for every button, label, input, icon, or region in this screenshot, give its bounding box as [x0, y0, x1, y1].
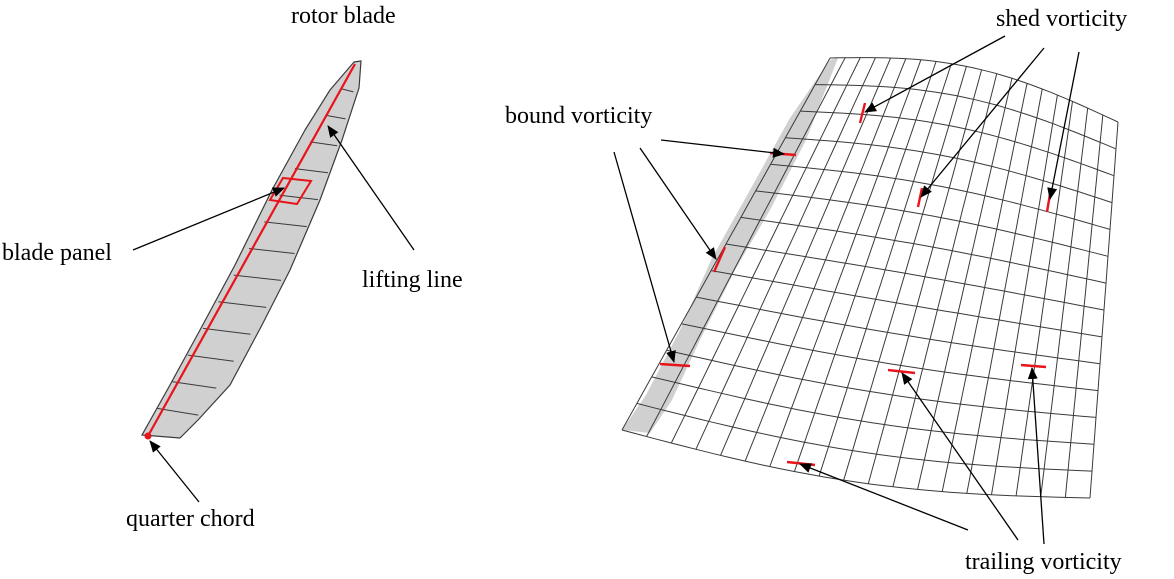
arrow-lifting-line [327, 125, 415, 251]
wake-grid-line [681, 323, 1099, 392]
wake-grid-line [770, 163, 1111, 230]
lifting-line [147, 63, 356, 437]
blade-panel-line [203, 327, 251, 335]
annotation-arrows [132, 35, 1080, 545]
label-bound-vorticity: bound vorticity [505, 103, 653, 129]
blade-panel-line [325, 114, 346, 120]
blade-panel-line [340, 88, 354, 93]
shed-vorticity-segment-2 [916, 187, 924, 208]
wake-grid-line [621, 429, 1091, 499]
wake-grid-line [785, 137, 1113, 204]
arrow-trailing-vorticity-2 [901, 372, 1019, 541]
trailing-vorticity-segment-1 [887, 368, 916, 375]
blade-panel-line [157, 407, 199, 416]
wake-grid-line [800, 110, 1115, 177]
label-quarter-chord: quarter chord [126, 506, 255, 532]
blade-panel-line [218, 301, 267, 308]
arrow-shed-vorticity-2 [920, 47, 1045, 198]
wake-grid-line [651, 376, 1095, 445]
blade-panel-line [248, 248, 295, 254]
label-blade-panel: blade panel [2, 240, 112, 266]
blade-panel-line [187, 354, 234, 362]
arrow-quarter-chord [149, 440, 200, 503]
wake-bound-strip [622, 58, 838, 433]
arrow-bound-vorticity-3 [613, 151, 676, 363]
wake-grid-line [666, 349, 1097, 418]
blade-panel-line [172, 381, 217, 389]
blade-panel-line [294, 168, 329, 174]
rotor-blade-diagram [141, 60, 362, 440]
quarter-chord-point [144, 432, 152, 440]
wake-grid-line [755, 190, 1109, 257]
arrow-bound-vorticity-1 [660, 139, 785, 158]
arrow-bound-vorticity-2 [639, 147, 717, 260]
blade-panel-line [264, 221, 307, 228]
wake-grid-line [636, 402, 1093, 472]
arrow-shed-vorticity-3 [1047, 51, 1080, 200]
wake-grid-line [711, 270, 1103, 338]
wake-grid-line [829, 57, 1119, 123]
label-rotor-blade: rotor blade [291, 3, 396, 29]
trailing-vorticity-segment-2 [1020, 363, 1047, 369]
shed-vorticity-segment-3 [1045, 187, 1053, 213]
label-shed-vorticity: shed vorticity [996, 6, 1128, 32]
blade-panel-lines [157, 88, 354, 416]
bound-vorticity-segment-2 [712, 246, 727, 273]
arrow-trailing-vorticity-3 [1027, 367, 1045, 545]
wake-grid-line [725, 243, 1105, 311]
arrow-shed-vorticity-1 [864, 35, 1006, 113]
label-trailing-vorticity: trailing vorticity [965, 549, 1122, 575]
bound-vorticity-segment-3 [659, 362, 691, 368]
wake-grid-line [740, 216, 1107, 284]
wake-grid-line [815, 84, 1117, 150]
wake-lattice-diagram [621, 57, 1119, 499]
blade-panel-line [310, 141, 338, 147]
blade-panel-line [233, 274, 282, 281]
arrow-trailing-vorticity-1 [799, 463, 969, 531]
blade-panel-line [279, 194, 319, 201]
label-lifting-line: lifting line [362, 267, 463, 293]
arrow-blade-panel [132, 187, 285, 251]
wake-grid-lines [621, 57, 1119, 499]
wake-grid-line [696, 296, 1101, 365]
